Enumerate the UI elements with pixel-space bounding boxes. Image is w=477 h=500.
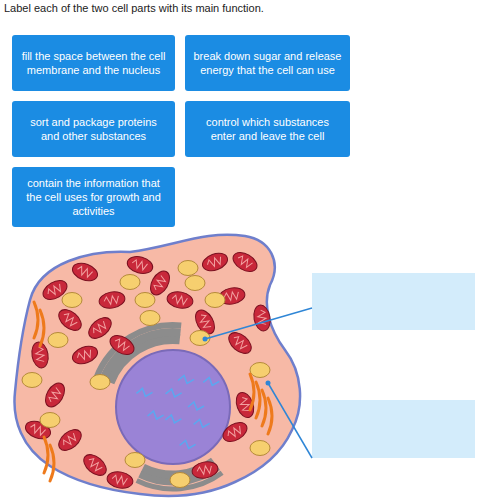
answer-tile: break down sugar and release energy that… xyxy=(185,35,350,91)
er-fold xyxy=(50,445,54,481)
endoplasmic-reticulum xyxy=(34,302,272,481)
chromatin xyxy=(136,375,219,448)
chromatin-strand xyxy=(166,389,182,397)
mitochondrion xyxy=(252,304,272,332)
vesicle xyxy=(90,375,110,390)
vesicle xyxy=(22,373,42,388)
mitochondrion xyxy=(166,290,194,310)
mitochondrion xyxy=(80,451,110,480)
vesicle xyxy=(48,333,68,348)
chromatin-strand xyxy=(148,411,164,419)
function-text: sort and package proteins and other subs… xyxy=(20,115,167,143)
function-text: fill the space between the cell membrane… xyxy=(20,49,167,77)
answer-tile: contain the information that the cell us… xyxy=(12,167,175,227)
mitochondrion xyxy=(107,332,138,359)
vesicle xyxy=(178,261,198,276)
answer-tile: sort and package proteins and other subs… xyxy=(12,101,175,157)
mitochondrion xyxy=(220,419,251,446)
chromatin-strand xyxy=(180,440,196,448)
chromatin-strand xyxy=(178,375,194,383)
er-fold xyxy=(44,437,48,473)
function-text: contain the information that the cell us… xyxy=(20,176,167,218)
vesicle xyxy=(185,276,205,291)
leader-line xyxy=(268,383,312,458)
er-fold xyxy=(256,382,260,418)
er-fold xyxy=(268,398,272,434)
vesicle xyxy=(205,293,225,308)
mitochondrion xyxy=(42,380,69,411)
chromatin-strand xyxy=(203,377,219,385)
mitochondrion xyxy=(125,254,154,276)
vesicle xyxy=(135,293,155,308)
mitochondrion xyxy=(230,249,261,276)
er-fold xyxy=(34,302,38,338)
vesicle xyxy=(120,275,140,290)
vesicles xyxy=(22,261,270,488)
vesicle xyxy=(190,331,210,346)
vesicle xyxy=(170,473,190,488)
function-text: break down sugar and release energy that… xyxy=(193,49,342,77)
er-fold xyxy=(40,310,44,346)
mitochondrion xyxy=(225,329,255,358)
cell-membrane xyxy=(14,235,300,496)
vesicle xyxy=(62,293,82,308)
leader-dot xyxy=(266,381,271,386)
answer-tile: fill the space between the cell membrane… xyxy=(12,35,175,91)
answer-box xyxy=(312,400,475,458)
instruction-title: Label each of the two cell parts with it… xyxy=(4,2,264,14)
mitochondrion xyxy=(191,460,219,480)
function-text: control which substances enter and leave… xyxy=(193,115,342,143)
vesicle xyxy=(125,453,145,468)
chromatin-strand xyxy=(188,402,204,410)
leader-line xyxy=(205,308,312,339)
leader-dot xyxy=(203,337,208,342)
er-fold xyxy=(250,374,254,410)
mitochondrion xyxy=(98,290,126,310)
vesicle xyxy=(250,363,270,378)
vesicle xyxy=(250,441,270,456)
mitochondrion xyxy=(106,470,134,490)
mitochondrion xyxy=(55,306,85,335)
chromatin-strand xyxy=(136,388,152,396)
er-fold xyxy=(262,390,266,426)
chromatin-strand xyxy=(165,415,181,423)
nucleus xyxy=(116,350,230,464)
mitochondrion xyxy=(70,260,100,284)
mitochondrion xyxy=(200,250,230,274)
chromatin-strand xyxy=(194,419,210,427)
answer-box xyxy=(312,273,475,330)
mitochondrion xyxy=(70,343,100,367)
vesicle xyxy=(40,413,60,428)
answer-tile: control which substances enter and leave… xyxy=(185,101,350,157)
mitochondria xyxy=(23,249,272,491)
vesicle xyxy=(140,311,160,326)
mitochondrion xyxy=(55,426,85,455)
